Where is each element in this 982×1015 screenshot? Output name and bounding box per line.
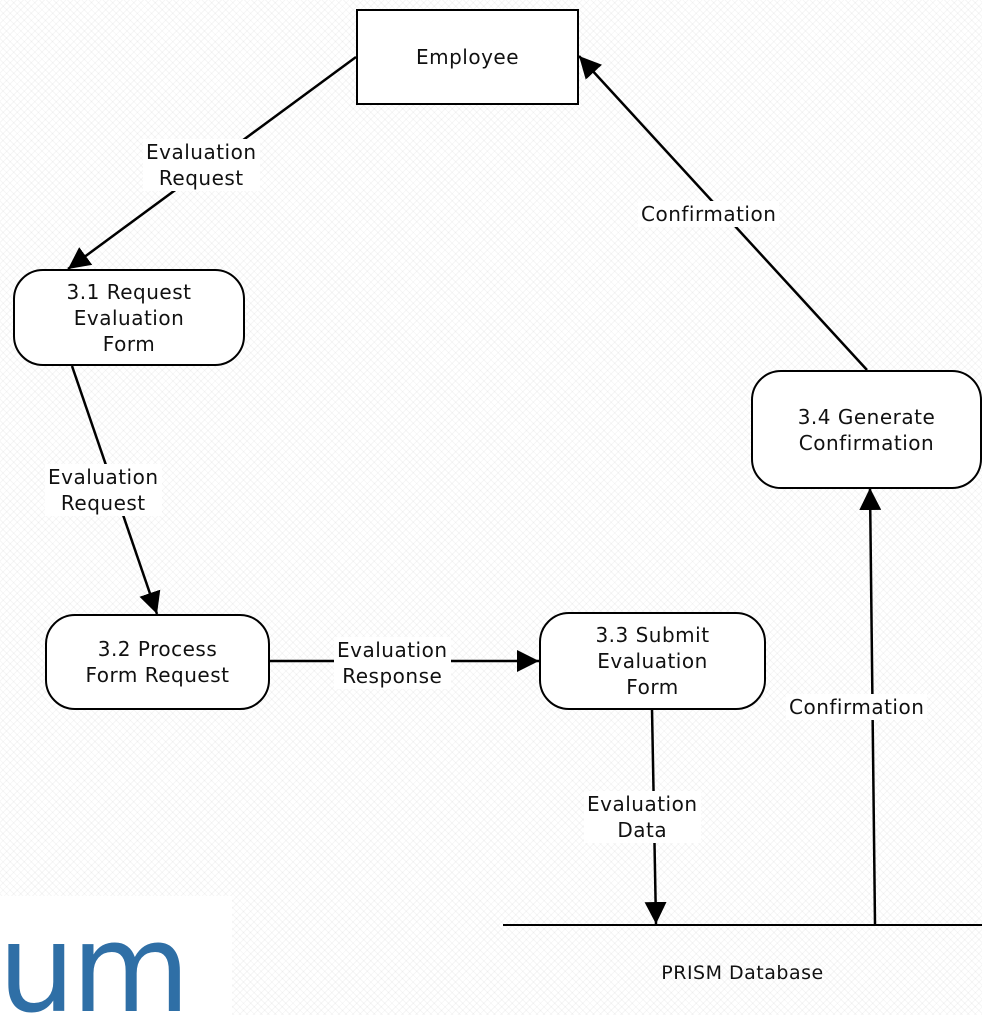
process-3-2-label: 3.2 Process Form Request <box>85 637 230 687</box>
data-store-label: PRISM Database <box>661 962 824 984</box>
process-3-1: 3.1 Request Evaluation Form <box>13 269 245 366</box>
process-3-1-label: 3.1 Request Evaluation Form <box>66 279 192 356</box>
flow-label-store-to-p34: Confirmation <box>786 694 928 720</box>
flow-label-employee-to-p31: Evaluation Request <box>143 139 260 191</box>
logo: um <box>0 898 190 1015</box>
data-store-line <box>503 924 982 926</box>
logo-panel: um <box>0 896 232 1015</box>
employee-entity: Employee <box>356 9 579 105</box>
flow-label-p33-to-store: Evaluation Data <box>584 791 701 843</box>
flow-label-p32-to-p33: Evaluation Response <box>334 637 451 689</box>
process-3-3-label: 3.3 Submit Evaluation Form <box>595 623 710 699</box>
employee-label: Employee <box>415 45 520 69</box>
process-3-3: 3.3 Submit Evaluation Form <box>539 612 766 710</box>
process-3-4: 3.4 Generate Confirmation <box>751 370 982 489</box>
flow-label-p31-to-p32: Evaluation Request <box>45 464 162 516</box>
process-3-2: 3.2 Process Form Request <box>45 614 270 710</box>
process-3-4-label: 3.4 Generate Confirmation <box>797 404 936 455</box>
flow-label-p34-to-employee: Confirmation <box>638 201 780 227</box>
